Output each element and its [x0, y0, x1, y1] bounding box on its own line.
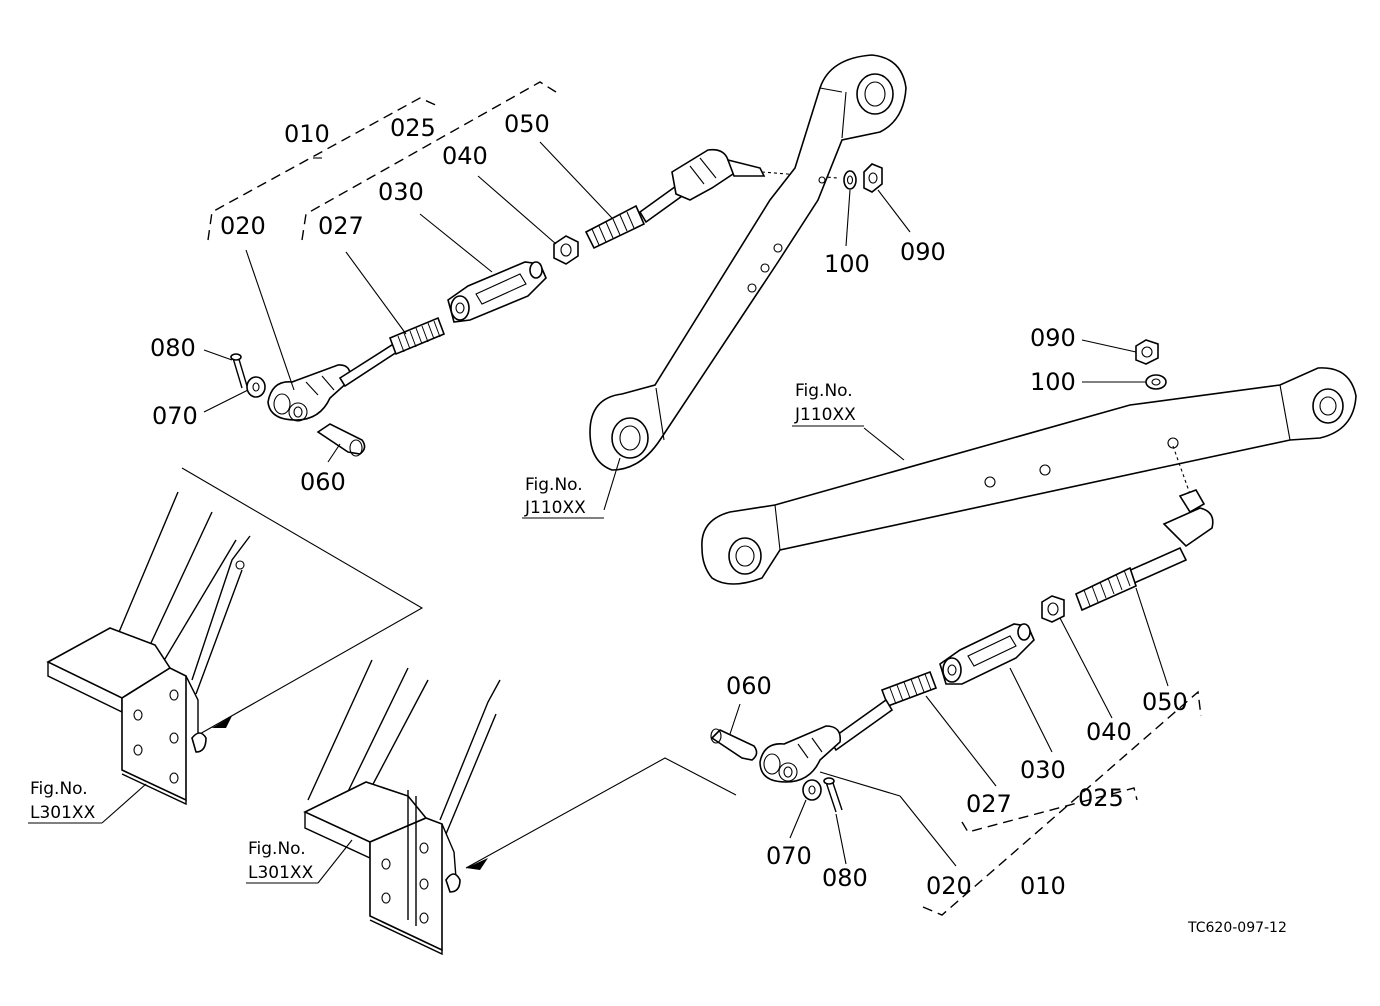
callout-070: 070: [152, 402, 198, 430]
bracket-025-upper: [301, 81, 557, 241]
callouts-upper: 010 025 020 027 030 040 050 080 070 060 …: [150, 110, 946, 496]
callout-030: 030: [1020, 756, 1066, 784]
rod-027: [338, 341, 402, 388]
bracket-010-upper: [207, 97, 441, 241]
callout-080: 080: [822, 864, 868, 892]
nut-040-lower: [1041, 595, 1065, 623]
callout-040: 040: [1086, 718, 1132, 746]
bracket-025-lower: [961, 787, 1138, 833]
lower-link-arm-lower: [701, 367, 1357, 585]
callout-080: 080: [150, 334, 196, 362]
callout-030: 030: [378, 178, 424, 206]
callout-027: 027: [966, 790, 1012, 818]
callout-040: 040: [442, 142, 488, 170]
lower-link-arm-upper: [589, 54, 907, 471]
arrow-icon: [466, 858, 488, 870]
figure-ref-j110-lower: Fig.No. J110XX: [792, 381, 864, 427]
figure-ref-label: Fig.No.: [30, 779, 88, 799]
figure-ref-number: J110XX: [524, 498, 586, 518]
thread-027-lower: [889, 673, 932, 705]
clevis-020: [267, 364, 352, 421]
callout-050: 050: [1142, 688, 1188, 716]
washer-070-lower: [802, 779, 822, 801]
pin-060-lower: [710, 729, 758, 761]
drawing-code: TC620-097-12: [1187, 920, 1287, 936]
figure-ref-number: L301XX: [30, 803, 96, 823]
nut-090: [863, 163, 883, 193]
callout-100: 100: [824, 250, 870, 278]
figure-ref-j110-upper: Fig.No. J110XX: [522, 475, 604, 519]
washer-100-lower: [1145, 374, 1167, 390]
washer-100: [843, 170, 857, 190]
figure-ref-l301-left: Fig.No. L301XX: [28, 779, 147, 824]
nut-090-lower: [1135, 339, 1159, 365]
figure-ref-label: Fig.No.: [248, 839, 306, 859]
pin-060: [316, 423, 366, 455]
callout-020: 020: [926, 872, 972, 900]
figure-ref-number: J110XX: [794, 405, 856, 425]
bracket-010-lower: [922, 690, 1202, 916]
callout-090: 090: [1030, 324, 1076, 352]
callout-025: 025: [390, 114, 436, 142]
callout-060: 060: [726, 672, 772, 700]
cotter-pin-080: [232, 355, 248, 389]
turnbuckle-030-lower: [939, 623, 1035, 685]
callout-020: 020: [220, 212, 266, 240]
callout-060: 060: [300, 468, 346, 496]
leader-lines: [203, 141, 1169, 867]
tractor-bracket-left: [46, 467, 424, 806]
nut-040: [553, 235, 579, 265]
cotter-pin-080-lower: [825, 779, 843, 813]
upper-check-chain-assembly: [207, 81, 883, 457]
thread-050-lower: [1083, 569, 1131, 607]
callout-090: 090: [900, 238, 946, 266]
tractor-bracket-right: [303, 659, 737, 956]
figure-ref-label: Fig.No.: [795, 381, 853, 401]
figure-ref-label: Fig.No.: [525, 475, 583, 495]
callout-070: 070: [766, 842, 812, 870]
rod-050: [584, 204, 646, 250]
callout-025: 025: [1078, 784, 1124, 812]
washer-070: [246, 376, 266, 398]
callout-050: 050: [504, 110, 550, 138]
figure-ref-l301-right: Fig.No. L301XX: [246, 839, 353, 884]
rod-050-lower: [1074, 566, 1137, 612]
thread-050: [591, 211, 635, 246]
arrow-icon: [212, 716, 232, 728]
callouts-lower: 090 100 060 040 050 030 027 025 070 080 …: [726, 324, 1188, 900]
callout-100: 100: [1030, 368, 1076, 396]
callout-010: 010: [284, 120, 330, 148]
thread-027: [397, 320, 441, 353]
callout-027: 027: [318, 212, 364, 240]
callout-010: 010: [1020, 872, 1066, 900]
figure-ref-number: L301XX: [248, 863, 314, 883]
lower-check-chain-assembly: [710, 339, 1214, 916]
